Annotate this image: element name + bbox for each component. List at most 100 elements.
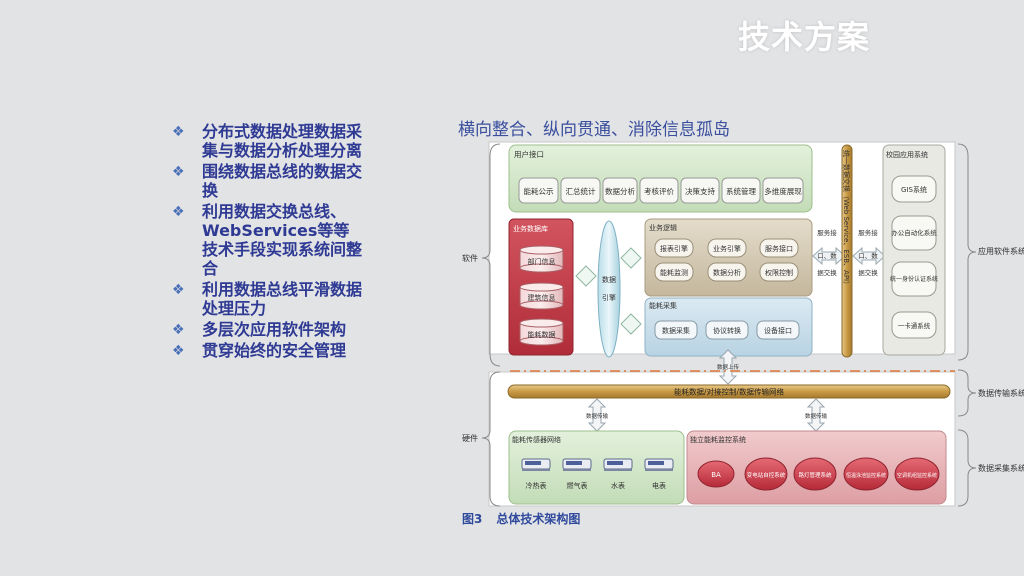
figure-caption-text: 总体技术架构图 — [496, 512, 581, 526]
diamond-connector-icon — [620, 247, 642, 269]
energy-collect-items: 数据采集 协议转换 设备接口 — [654, 320, 800, 340]
diagram-title: 横向整合、纵向贯通、消除信息孤岛 — [458, 120, 730, 140]
logic-item-label: 业务引擎 — [713, 244, 741, 253]
collect-item-label: 数据采集 — [662, 326, 690, 335]
bullet-item: ❖围绕数据总线的数据交换 — [172, 162, 362, 200]
database-cylinder: 部门信息 — [519, 245, 564, 273]
campus-app-box — [891, 215, 937, 251]
database-item-label: 能耗数据 — [528, 330, 556, 339]
data-transfer-label: 数据传输 — [805, 412, 828, 420]
database-cylinder: 能耗数据 — [519, 318, 564, 346]
business-logic-items: 报表引擎 业务引擎 服务接口 能耗监测 数据分析 权限控制 — [654, 238, 799, 282]
bullet-list: ❖分布式数据处理数据采集与数据分析处理分离 ❖围绕数据总线的数据交换 ❖利用数据… — [172, 122, 362, 362]
ui-item-box — [560, 177, 601, 204]
control-sys-oval — [843, 457, 889, 491]
ui-item-box — [518, 177, 559, 204]
data-upload-arrow: 数据上传 — [717, 349, 740, 385]
sensor-label: 水表 — [611, 481, 625, 490]
bullet-item: ❖多层次应用软件架构 — [172, 320, 362, 339]
diamond-bullet-icon: ❖ — [172, 204, 185, 220]
control-sys-label: BA — [711, 471, 721, 479]
meter-device-icon — [562, 458, 592, 471]
campus-apps-items: GIS系统 办公自动化系统 统一身份认证系统 一卡通系统 — [890, 175, 938, 339]
control-sys-items: BA 变电站自控系统 路灯管理系统 恒温泳池监控系统 空调机组监控系统 — [697, 457, 940, 491]
bullet-text: 贯穿始终的安全管理 — [202, 341, 347, 360]
campus-app-box — [891, 175, 937, 203]
bullet-item: ❖ 利用数据交换总线、WebServices等等技术手段实现系统间整合 — [172, 202, 362, 278]
sensor-label: 冷热表 — [526, 481, 547, 490]
campus-app-label: 一卡通系统 — [898, 321, 931, 330]
control-sys-oval — [697, 460, 735, 488]
logic-item-label: 数据分析 — [713, 268, 741, 277]
logic-item-box — [654, 262, 694, 282]
logic-item-box — [759, 262, 799, 282]
logic-item-label: 报表引擎 — [660, 244, 688, 253]
software-label: 软件 — [462, 253, 478, 263]
data-transfer-arrow: 数据传输 — [805, 398, 828, 432]
sensor-net-panel — [508, 430, 685, 505]
bullet-item: ❖ 分布式数据处理数据采集与数据分析处理分离 — [172, 122, 362, 160]
ui-item-label: 考核评价 — [644, 186, 674, 196]
service-exchange-label: 口、数 — [817, 251, 837, 260]
control-sys-label: 恒温泳池监控系统 — [846, 472, 886, 479]
ui-item-label: 汇总统计 — [566, 186, 596, 196]
control-sys-title: 独立能耗监控系统 — [690, 435, 746, 444]
collect-item-label: 协议转换 — [713, 326, 741, 335]
ui-item-label: 决策支持 — [685, 186, 715, 196]
control-sys-label: 变电站自控系统 — [747, 471, 786, 479]
diamond-connector-icon — [620, 313, 642, 335]
hardware-brace — [481, 371, 501, 507]
business-logic-title: 业务逻辑 — [649, 223, 677, 232]
logic-item-label: 服务接口 — [765, 244, 793, 253]
service-exchange-label: 据交换 — [817, 268, 837, 277]
ui-item-box — [639, 177, 679, 204]
campus-app-label: 统一身份认证系统 — [890, 275, 938, 283]
database-title: 业务数据库 — [513, 224, 548, 233]
bullet-text: 多层次应用软件架构 — [202, 320, 347, 339]
meter-device-icon — [644, 458, 674, 471]
ui-item-label: 数据分析 — [605, 186, 635, 196]
data-engine-label: 数据 — [602, 275, 616, 284]
diamond-bullet-icon: ❖ — [172, 282, 185, 298]
app-label: 应用软件系统 — [978, 246, 1024, 256]
ui-item-box — [762, 177, 804, 204]
ui-item-box — [680, 177, 720, 204]
collect-label: 数据采集系统 — [978, 463, 1024, 473]
hardware-label: 硬件 — [462, 433, 478, 443]
campus-app-label: 办公自动化系统 — [891, 228, 937, 237]
sensor-label: 电表 — [652, 481, 666, 490]
control-sys-oval — [894, 457, 940, 491]
page-title: 技术方案 — [738, 18, 871, 56]
data-upload-label: 数据上传 — [717, 363, 740, 371]
user-interface-title: 用户接口 — [514, 149, 544, 159]
service-exchange-label: 服务接 — [817, 228, 837, 237]
bullet-item: ❖利用数据总线平滑数据处理压力 — [172, 280, 362, 318]
data-transfer-arrow: 数据传输 — [586, 398, 608, 432]
service-exchange-label: 据交换 — [858, 268, 878, 277]
logic-item-box — [654, 238, 694, 258]
esb-bar — [841, 144, 853, 358]
service-exchange-arrow: 服务接 口、数 据交换 — [852, 228, 886, 277]
diamond-bullet-icon: ❖ — [172, 124, 185, 140]
control-sys-oval — [744, 457, 788, 491]
collect-item-label: 设备接口 — [764, 326, 792, 335]
energy-collect-title: 能耗采集 — [649, 301, 677, 310]
ui-item-label: 系统管理 — [726, 186, 756, 196]
data-engine-label: 引擎 — [602, 293, 616, 302]
bullet-text: 利用数据交换总线、WebServices等等技术手段实现系统间整合 — [202, 202, 363, 278]
database-cylinder: 建筑信息 — [519, 282, 564, 310]
logic-item-label: 能耗监测 — [660, 268, 688, 277]
esb-bar-label: 统一数据交换（Web Service、ESB、API） — [842, 150, 851, 288]
database-item-label: 建筑信息 — [528, 293, 556, 302]
transfer-bar — [507, 384, 951, 399]
sensor-net-title: 能耗传感器网络 — [512, 435, 561, 444]
logic-item-box — [759, 238, 799, 258]
control-sys-label: 路灯管理系统 — [798, 471, 832, 479]
bullet-text: 分布式数据处理数据采集与数据分析处理分离 — [202, 122, 363, 160]
diamond-bullet-icon: ❖ — [172, 343, 185, 359]
campus-app-label: GIS系统 — [901, 185, 927, 194]
sensor-devices: 冷热表 燃气表 水表 电表 — [521, 458, 674, 490]
ui-item-box — [721, 177, 761, 204]
logic-item-box — [707, 238, 747, 258]
